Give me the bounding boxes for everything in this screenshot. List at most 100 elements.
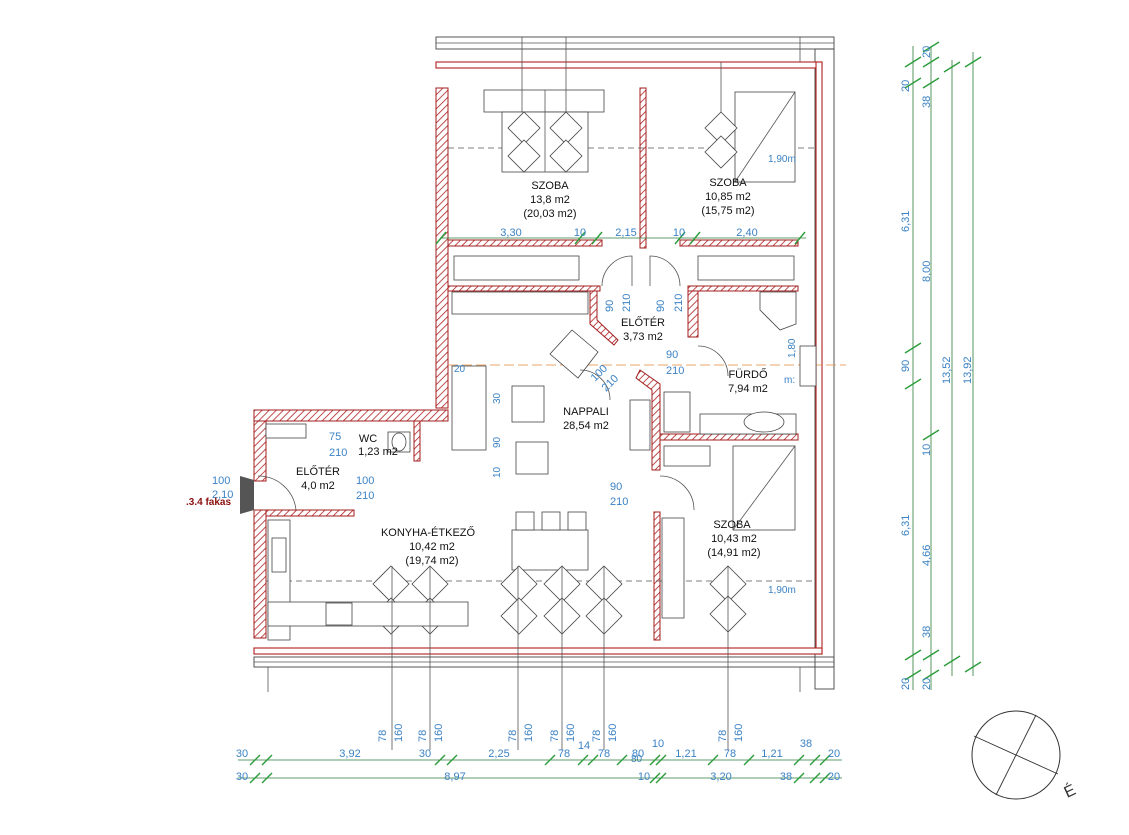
dim-label: 90	[900, 360, 912, 372]
window-dimensions: 78 160 78 160 78 160 78 160 78 160 78 16…	[377, 724, 745, 742]
dim-label: 20	[900, 678, 912, 690]
room-eloter-2: ELŐTÉR 4,0 m2	[296, 464, 340, 492]
dim-label: 10	[673, 227, 685, 239]
room-name: SZOBA	[531, 180, 569, 192]
room-gross: (20,03 m2)	[523, 208, 576, 220]
dim-label: 3,30	[500, 227, 521, 239]
interior-dimension-line: 3,30 10 2,15 10 2,40	[435, 227, 806, 245]
dim-label: 20	[828, 771, 840, 783]
dim-label: 20	[828, 748, 840, 760]
window-label: m:	[784, 375, 795, 386]
dim-label: 14	[578, 740, 590, 752]
window-width: 78	[507, 730, 519, 742]
window-height: 160	[393, 724, 405, 742]
dim-label: 30	[236, 748, 248, 760]
room-name: ELŐTÉR	[296, 464, 340, 478]
window-height: 160	[607, 724, 619, 742]
dim-label: 20	[900, 80, 912, 92]
height-label: 1,90m	[768, 585, 796, 596]
room-name: WC	[359, 433, 377, 445]
dim-label: 10	[921, 444, 933, 456]
room-name: FÜRDŐ	[728, 367, 768, 381]
window-width: 78	[417, 730, 429, 742]
window-label: 1,80	[787, 338, 798, 358]
dim-label: 4,66	[921, 545, 933, 566]
dim-label: 10	[574, 227, 586, 239]
bottom-dimension-row-2: 30 8,97 10 3,20 38 20	[236, 771, 842, 784]
window-width: 78	[549, 730, 561, 742]
room-area: 4,0 m2	[301, 480, 335, 492]
door-height: 210	[610, 496, 628, 508]
room-gross: (19,74 m2)	[405, 555, 458, 567]
room-szoba-3: SZOBA 10,43 m2 (14,91 m2)	[707, 519, 760, 559]
window-width: 78	[717, 730, 729, 742]
dim-label: 3,92	[339, 748, 360, 760]
dim-label: 6,31	[900, 515, 912, 536]
room-furdo: FÜRDŐ 7,94 m2	[728, 367, 768, 395]
door-height: 210	[621, 294, 633, 312]
compass-icon: É	[971, 710, 1079, 802]
door-width: 90	[610, 481, 622, 493]
room-gross: (14,91 m2)	[707, 547, 760, 559]
dim-label: 10	[638, 771, 650, 783]
room-name: KONYHA-ÉTKEZŐ	[381, 525, 476, 539]
dim-label: 6,31	[900, 211, 912, 232]
window-leaders	[391, 37, 729, 750]
dim-label: 20	[454, 364, 466, 375]
room-area: 1,23 m2	[358, 446, 398, 458]
room-name: NAPPALI	[563, 406, 609, 418]
room-eloter-1: ELŐTÉR 3,73 m2	[621, 315, 665, 343]
window-width: 78	[377, 730, 389, 742]
dim-label: 78	[724, 748, 736, 760]
room-area: 28,54 m2	[563, 420, 609, 432]
dim-label: 10	[492, 466, 503, 478]
entry-arrow-icon	[240, 476, 254, 514]
door-width: 100	[356, 475, 374, 487]
dim-label: 80	[632, 748, 644, 760]
dim-label: 13,52	[941, 356, 953, 384]
room-area: 10,85 m2	[705, 191, 751, 203]
room-area: 7,94 m2	[728, 383, 768, 395]
room-szoba-1: SZOBA 13,8 m2 (20,03 m2)	[523, 180, 576, 220]
dim-label: 8,00	[921, 261, 933, 282]
window-width: 78	[591, 730, 603, 742]
dim-label: 1,21	[675, 748, 696, 760]
dim-label: 10	[652, 738, 664, 750]
room-name: SZOBA	[709, 177, 747, 189]
dim-label: 3,20	[710, 771, 731, 783]
room-gross: (15,75 m2)	[701, 205, 754, 217]
bottom-dimension-row-1: 30 3,92 30 2,25 78 14 78 80 10 1,21 78 1…	[236, 738, 842, 766]
dim-label: 13,92	[962, 356, 974, 384]
dim-label: 38	[921, 626, 933, 638]
door-height: 210	[673, 294, 685, 312]
room-szoba-2: SZOBA 10,85 m2 (15,75 m2)	[701, 177, 754, 217]
dim-label: 30	[492, 392, 503, 404]
window-height: 160	[565, 724, 577, 742]
door-height: 210	[356, 490, 374, 502]
dim-label: 30	[236, 771, 248, 783]
room-area: 10,42 m2	[409, 541, 455, 553]
entry-door-width: 100	[212, 475, 230, 487]
dim-label: 20	[921, 678, 933, 690]
dim-label: 90	[492, 436, 503, 448]
door-width: 75	[329, 431, 341, 443]
door-width: 90	[655, 300, 667, 312]
misc-labels: 1,90m 1,90m 80 1,80 m: 20 30 90 10 100 2…	[186, 154, 798, 765]
compass-north-label: É	[1061, 780, 1079, 802]
dim-label: 2,15	[615, 227, 636, 239]
room-area: 10,43 m2	[711, 533, 757, 545]
door-width: 90	[666, 349, 678, 361]
entry-door-height: 2,10	[212, 489, 233, 501]
misc-label: 80	[631, 754, 643, 765]
dim-label: 38	[780, 771, 792, 783]
dim-label: 2,25	[488, 748, 509, 760]
dim-label: 78	[598, 748, 610, 760]
dim-label: 20	[921, 46, 933, 58]
room-labels: SZOBA 13,8 m2 (20,03 m2) SZOBA 10,85 m2 …	[296, 177, 768, 567]
dim-label: 8,97	[444, 771, 465, 783]
height-label: 1,90m	[768, 154, 796, 165]
room-nappali: NAPPALI 28,54 m2	[563, 406, 609, 432]
dim-label: 38	[921, 96, 933, 108]
room-area: 3,73 m2	[623, 331, 663, 343]
